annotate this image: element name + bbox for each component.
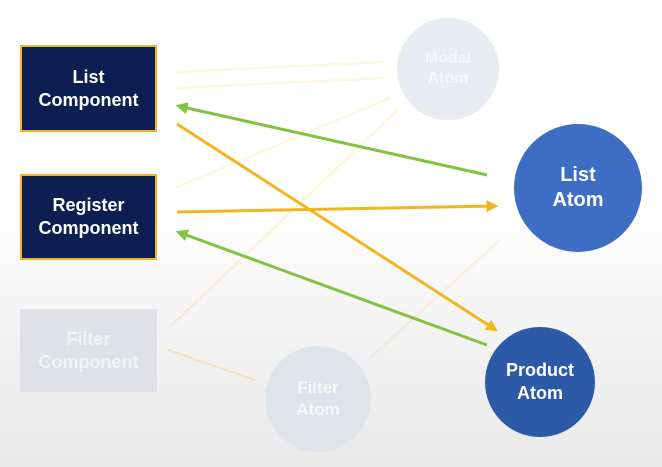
list-component-node: List Component <box>20 45 157 132</box>
edge-register-component-to-modal-atom <box>174 96 391 190</box>
filter-atom-node: Filter Atom <box>265 346 371 452</box>
edge-list-component-to-product-atom <box>176 122 499 332</box>
edge-list-component-to-modal-atom <box>174 76 386 90</box>
list-atom-node: List Atom <box>514 124 642 252</box>
modal-atom-node: Modal Atom <box>397 18 499 120</box>
edge-list-atom-to-list-component <box>175 102 488 177</box>
edge-register-component-to-list-atom <box>176 200 499 214</box>
product-atom-node: Product Atom <box>485 327 595 437</box>
edge-product-atom-to-register-component <box>175 229 488 347</box>
edge-filter-atom-to-list-atom <box>369 239 501 359</box>
filter-component-node: Filter Component <box>20 309 157 392</box>
register-component-node: Register Component <box>20 174 157 260</box>
edge-filter-component-to-filter-atom <box>167 348 256 382</box>
edge-modal-atom-to-list-component <box>174 60 386 74</box>
